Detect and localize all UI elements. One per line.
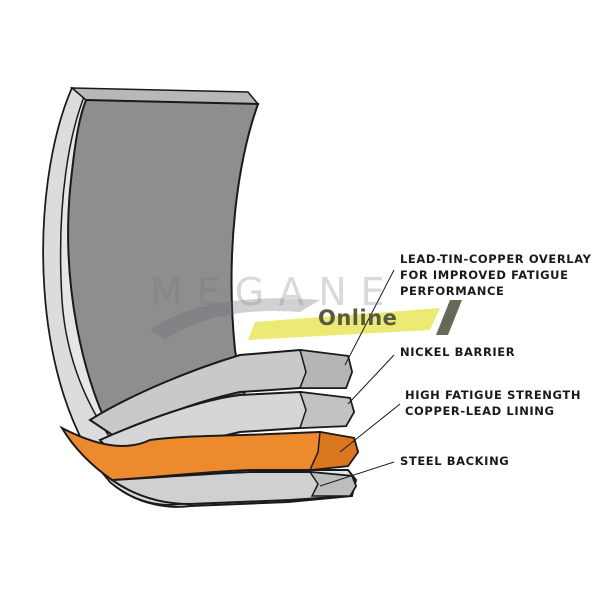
nickel-layer-face <box>298 391 355 429</box>
watermark-accent-bar <box>248 308 440 340</box>
watermark-brand: MEGANE <box>150 270 399 314</box>
leader-lining <box>339 403 401 453</box>
label-overlay-line-1: LEAD-TIN-COPPER OVERLAY <box>400 252 592 266</box>
watermark-slash <box>436 300 462 335</box>
label-overlay: LEAD-TIN-COPPER OVERLAY FOR IMPROVED FAT… <box>400 251 592 299</box>
label-steel-line-1: STEEL BACKING <box>400 454 510 468</box>
label-lining: HIGH FATIGUE STRENGTH COPPER-LEAD LINING <box>405 387 581 419</box>
leader-nickel <box>347 354 395 405</box>
label-nickel-line-1: NICKEL BARRIER <box>400 345 516 359</box>
lining-layer-face <box>308 431 359 471</box>
overlay-layer-face <box>298 349 353 389</box>
label-overlay-line-2: FOR IMPROVED FATIGUE <box>400 268 569 282</box>
watermark-sub: Online <box>318 306 398 330</box>
label-steel: STEEL BACKING <box>400 453 509 469</box>
label-overlay-line-3: PERFORMANCE <box>400 284 505 298</box>
leader-steel <box>319 461 395 487</box>
label-lining-line-2: COPPER-LEAD LINING <box>405 404 555 418</box>
leader-lines <box>319 269 401 487</box>
watermark-logo <box>150 298 462 340</box>
leader-overlay <box>344 269 395 366</box>
label-nickel: NICKEL BARRIER <box>400 344 515 360</box>
watermark-swoosh <box>150 298 320 340</box>
label-lining-line-1: HIGH FATIGUE STRENGTH <box>405 388 582 402</box>
